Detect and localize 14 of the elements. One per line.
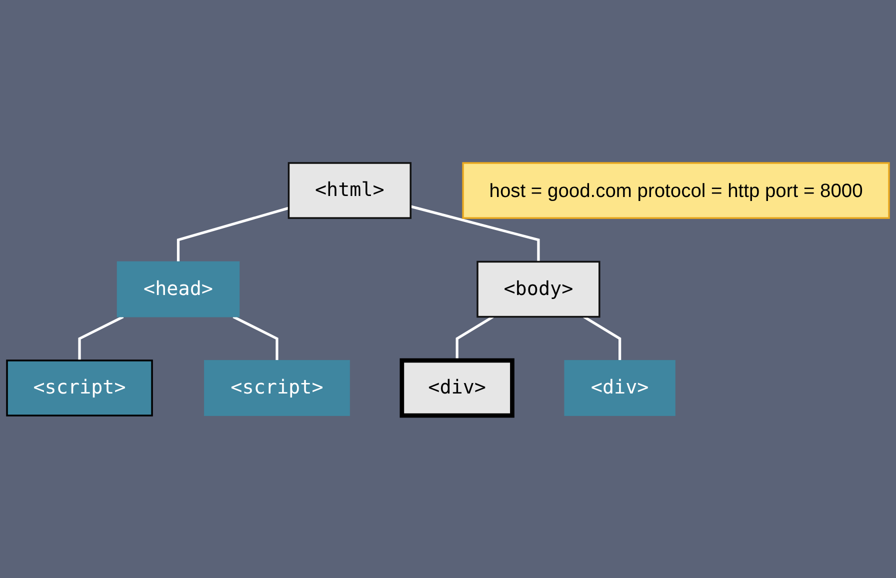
- node-box: <div>: [400, 358, 514, 418]
- connector: [176, 206, 290, 262]
- node-box: <body>: [476, 260, 600, 318]
- connector: [583, 315, 622, 360]
- node-box: <head>: [116, 261, 240, 317]
- node-box: <html>: [288, 162, 412, 219]
- connector: [78, 315, 124, 360]
- node-box: host = good.com protocol = http port = 8000: [462, 162, 890, 219]
- connector: [456, 315, 494, 360]
- connector: [232, 315, 278, 360]
- node-box: <div>: [564, 360, 676, 416]
- node-box: <script>: [204, 360, 350, 416]
- connector: [410, 204, 540, 262]
- node-box: <script>: [6, 359, 153, 416]
